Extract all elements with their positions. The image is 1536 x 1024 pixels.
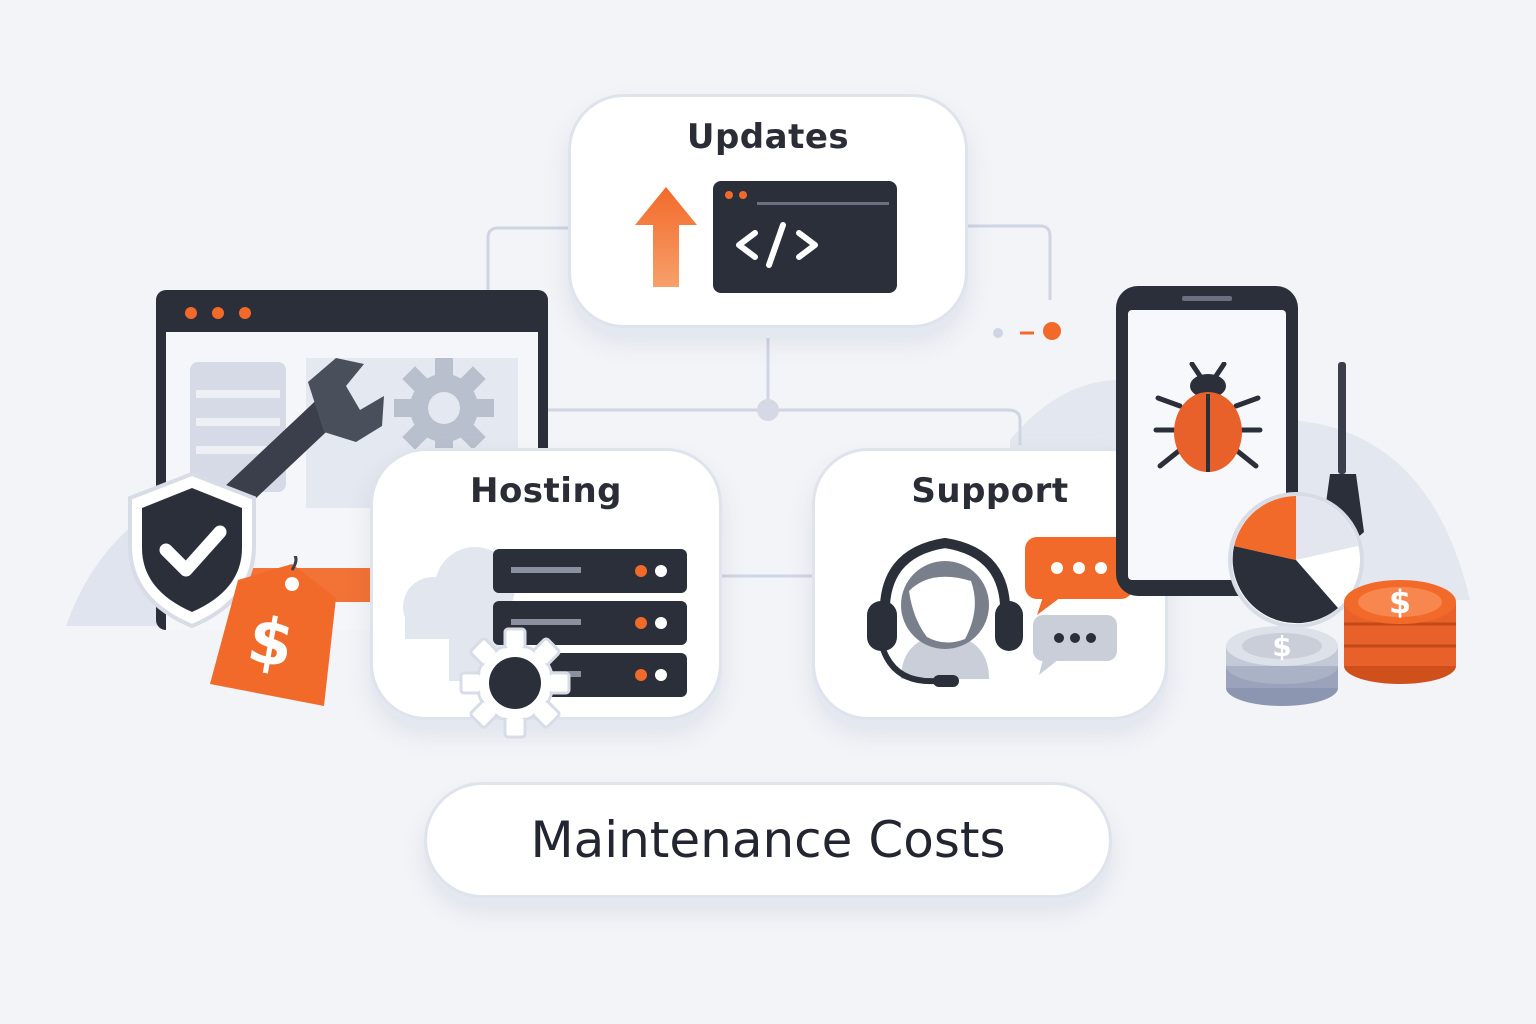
code-window-icon (713, 181, 897, 293)
wrench-icon (215, 358, 384, 517)
svg-text:$: $ (1389, 583, 1411, 621)
hosting-title: Hosting (469, 471, 622, 511)
chat-bubble-icon (1033, 615, 1117, 675)
shield-check-icon (128, 471, 256, 629)
svg-text:$: $ (1272, 630, 1291, 663)
pie-chart-icon (1228, 492, 1364, 628)
updates-card[interactable]: Updates (568, 94, 968, 328)
hosting-card[interactable]: Hosting (370, 448, 722, 739)
updates-title: Updates (686, 117, 850, 157)
support-title: Support (911, 471, 1069, 511)
coin-stack-icon: $ (1344, 580, 1456, 684)
bug-icon (1153, 362, 1263, 472)
coin-stack-icon: $ (1226, 626, 1338, 706)
support-card[interactable]: Support (812, 448, 1168, 720)
gear-icon (394, 358, 494, 458)
server-stack-icon (493, 549, 687, 697)
footer-title: Maintenance Costs (530, 811, 1006, 869)
price-tag-dollar-icon: $ (210, 556, 336, 706)
arrow-up-icon (635, 187, 697, 287)
headset-agent-icon (867, 537, 1023, 687)
chat-bubble-icon (1025, 537, 1133, 615)
maintenance-costs-label: Maintenance Costs (424, 782, 1112, 898)
gear-icon (459, 627, 571, 739)
